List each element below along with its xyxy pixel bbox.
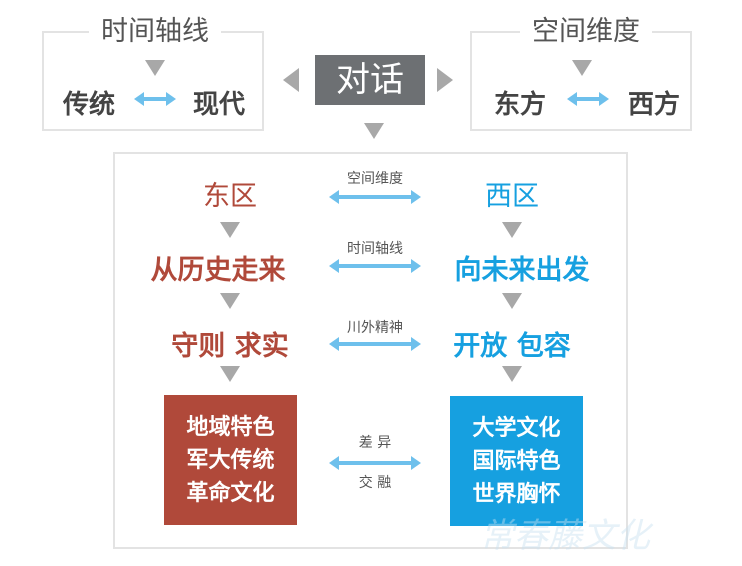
difference-label: 差 异 [358, 435, 392, 451]
link-label: 空间维度 [347, 171, 403, 187]
down-arrow-icon [145, 60, 165, 76]
space-dimension-title: 空间维度 [520, 16, 652, 48]
double-arrow-icon [329, 456, 421, 470]
double-arrow-icon [329, 259, 421, 273]
time-axis-title: 时间轴线 [89, 16, 221, 48]
west-label: 西方 [627, 90, 681, 120]
down-arrow-icon [364, 123, 384, 139]
down-arrow-icon [572, 60, 592, 76]
down-arrow-icon [502, 222, 522, 238]
west-district-title: 西区 [485, 181, 539, 212]
east-label: 东方 [493, 90, 547, 120]
dialogue-box: 对话 [315, 55, 425, 105]
link-label: 川外精神 [347, 320, 403, 336]
chevron-left-icon [283, 68, 299, 92]
chevron-right-icon [437, 68, 453, 92]
west-box-line: 世界胸怀 [472, 482, 561, 507]
east-district-title: 东区 [203, 181, 257, 212]
east-box-line: 革命文化 [186, 481, 275, 506]
main-panel [113, 152, 628, 549]
fusion-label: 交 融 [358, 475, 392, 491]
west-box: 大学文化 国际特色 世界胸怀 [450, 396, 583, 526]
down-arrow-icon [220, 366, 240, 382]
double-arrow-icon [567, 92, 609, 106]
east-row-2: 守则 求实 [171, 331, 289, 362]
double-arrow-icon [134, 92, 176, 106]
double-arrow-icon [329, 190, 421, 204]
modern-label: 现代 [192, 90, 246, 120]
west-row-1: 向未来出发 [454, 255, 590, 286]
link-label: 时间轴线 [347, 241, 403, 257]
west-row-2: 开放 包容 [453, 331, 571, 362]
down-arrow-icon [502, 366, 522, 382]
east-box-line: 地域特色 [186, 415, 275, 440]
east-row-1: 从历史走来 [150, 255, 286, 286]
west-box-line: 国际特色 [472, 449, 561, 474]
down-arrow-icon [220, 293, 240, 309]
west-box-line: 大学文化 [472, 416, 561, 441]
down-arrow-icon [502, 293, 522, 309]
double-arrow-icon [329, 337, 421, 351]
watermark: 常春藤文化 [480, 516, 650, 556]
east-box: 地域特色 军大传统 革命文化 [164, 395, 297, 525]
down-arrow-icon [220, 222, 240, 238]
east-box-line: 军大传统 [186, 448, 275, 473]
tradition-label: 传统 [62, 90, 116, 120]
